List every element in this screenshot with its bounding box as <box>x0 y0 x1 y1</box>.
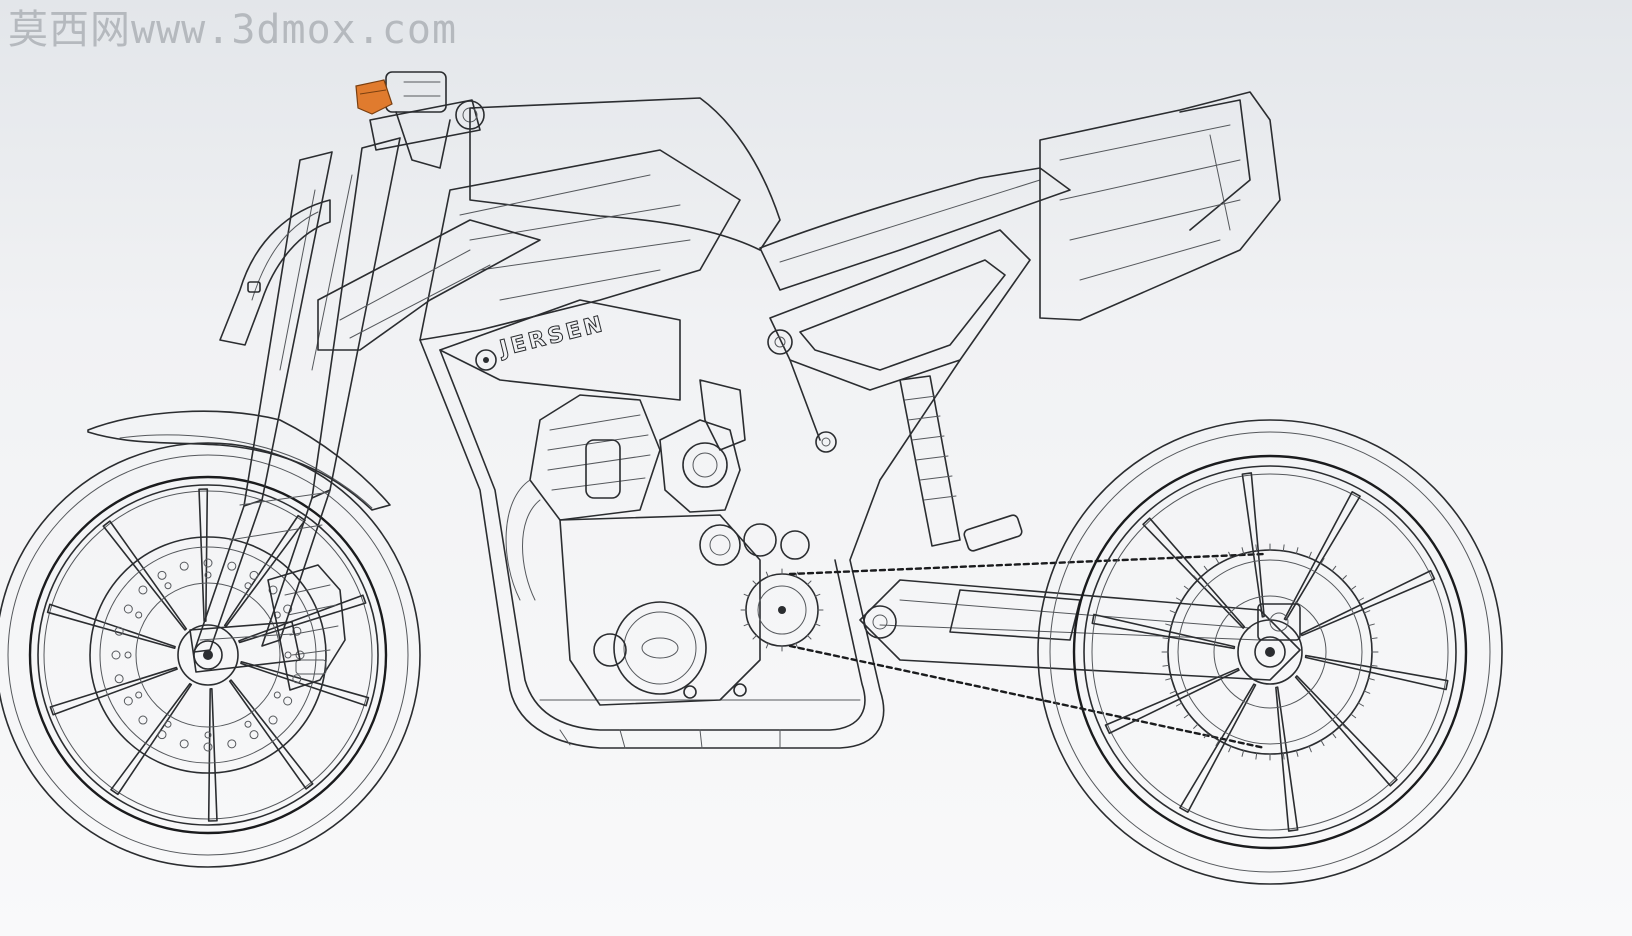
front-fender <box>87 410 391 511</box>
watermark-text: 莫西网www.3dmox.com <box>8 7 458 53</box>
rear-wheel-spokes <box>1091 472 1449 832</box>
front-brake-disc <box>89 536 327 774</box>
rear-wheel <box>1037 419 1503 885</box>
handlebar-assembly <box>369 71 485 169</box>
headlight-cowl <box>219 199 331 346</box>
seat <box>759 167 1071 291</box>
rear-sprocket <box>1161 543 1379 761</box>
tank-logo-text: JERSEN <box>495 312 607 363</box>
rear-shock <box>899 375 1023 552</box>
main-frame <box>419 339 885 749</box>
drive-chain <box>788 552 1267 750</box>
engine <box>505 379 824 706</box>
brake-lever-orange <box>355 79 393 115</box>
rear-subframe <box>767 229 1031 481</box>
tail-section <box>1039 91 1281 321</box>
fuel-tank-shroud: JERSEN <box>317 97 781 401</box>
front-fork <box>189 137 401 673</box>
front-brake-caliper <box>267 564 346 691</box>
front-wheel <box>0 442 421 868</box>
swingarm <box>859 579 1301 681</box>
